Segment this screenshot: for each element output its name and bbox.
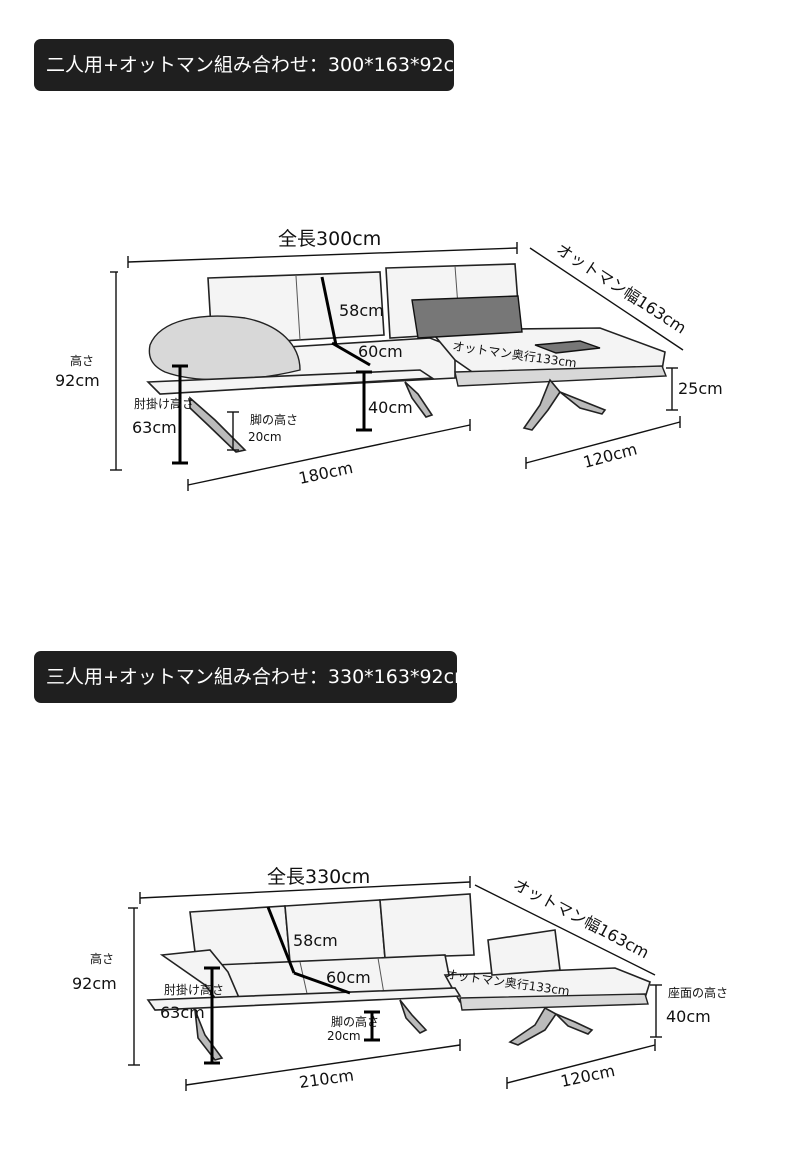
dimension-lines [110, 242, 684, 491]
total-length-label: 全長330cm [267, 866, 370, 888]
height-value-label: 92cm [55, 371, 100, 390]
total-length-label: 全長300cm [278, 228, 381, 250]
sofa-width-label: 180cm [297, 458, 355, 488]
height-title-label: 高さ [90, 951, 114, 966]
sofa-width-label: 210cm [298, 1066, 355, 1092]
arm-height-value-label: 63cm [160, 1003, 205, 1022]
leg-height-title-label: 脚の高さ [331, 1014, 379, 1029]
leg-height-value-label: 20cm [248, 430, 282, 444]
arm-height-title-label: 肘掛け高さ [164, 982, 224, 997]
section1-title: 二人用+オットマン組み合わせ：300*163*92cm [46, 54, 454, 76]
section1-title-badge: 二人用+オットマン組み合わせ：300*163*92cm [34, 39, 454, 91]
seat-height-label: 40cm [368, 398, 413, 417]
seat-height-title-label: 座面の高さ [668, 985, 728, 1000]
ottoman-width-label: オットマン幅163cm [553, 239, 690, 337]
height-title-label: 高さ [70, 353, 94, 368]
sofa-illustration-3seat [146, 893, 651, 1061]
leg-height-value-label: 20cm [327, 1029, 361, 1043]
back-height-label: 58cm [293, 931, 338, 950]
leg-height-title-label: 脚の高さ [250, 412, 298, 427]
section2-dimension-diagram: 全長330cm オットマン幅163cm 58cm 60cm オットマン奥行133… [72, 866, 728, 1092]
ottoman-length-label: 120cm [581, 439, 639, 472]
seat-height-value-label: 40cm [666, 1007, 711, 1026]
arm-height-title-label: 肘掛け高さ [134, 396, 194, 411]
section2-title: 三人用+オットマン組み合わせ：330*163*92cm [46, 666, 457, 688]
height-value-label: 92cm [72, 974, 117, 993]
dimension-lines [128, 876, 662, 1091]
section1-dimension-diagram: 全長300cm オットマン幅163cm 58cm 60cm オットマン奥行133… [55, 228, 723, 491]
seat-depth-label: 60cm [326, 968, 371, 987]
section2-title-badge: 三人用+オットマン組み合わせ：330*163*92cm [34, 651, 457, 703]
arm-height-value-label: 63cm [132, 418, 177, 437]
ottoman-height-label: 25cm [678, 379, 723, 398]
back-height-label: 58cm [339, 301, 384, 320]
ottoman-length-label: 120cm [559, 1061, 617, 1091]
seat-depth-label: 60cm [358, 342, 403, 361]
sofa-illustration-2seat [146, 263, 668, 453]
